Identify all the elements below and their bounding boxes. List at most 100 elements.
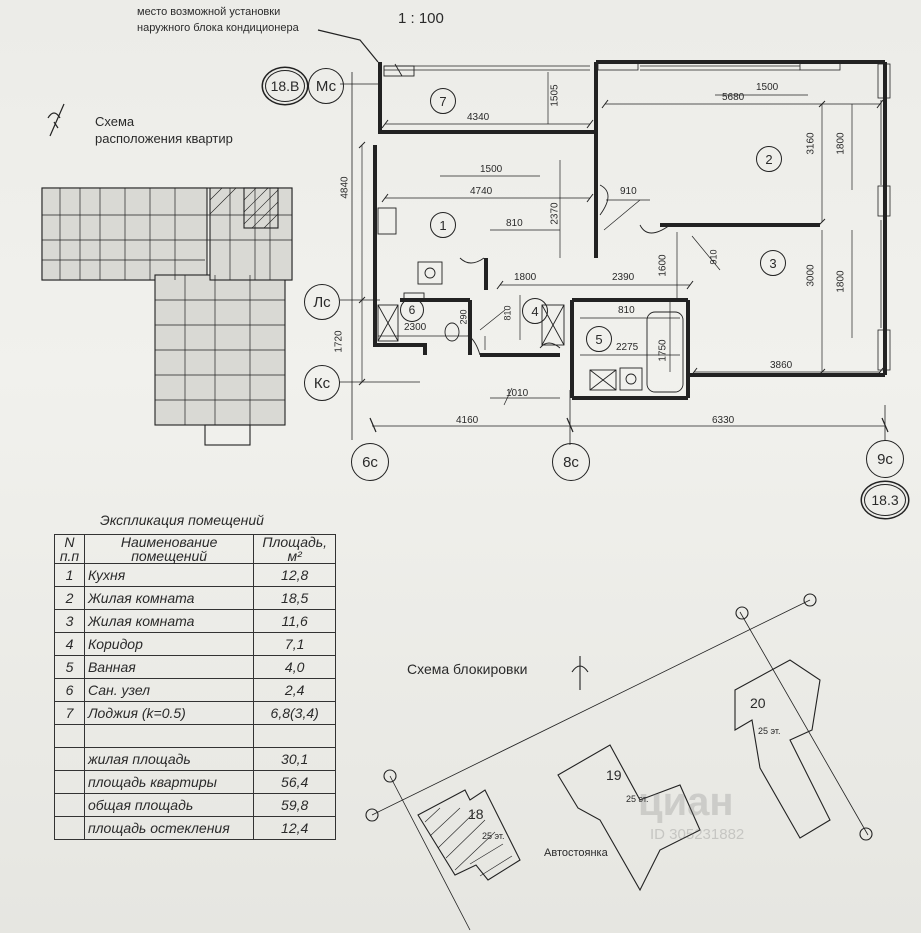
building-19-label: 19: [606, 767, 622, 783]
total-area: 59,8: [253, 793, 336, 817]
row-name: Лоджия (k=0.5): [83, 701, 255, 725]
col-area-line2: м²: [287, 548, 302, 564]
axis-marker-mc: Мс: [308, 68, 344, 104]
total-area: 30,1: [253, 747, 336, 771]
row-name: Коридор: [83, 632, 255, 656]
blocking-scheme: [365, 593, 873, 931]
dim-label: 2300: [404, 322, 427, 333]
dim-label: 1720: [333, 330, 345, 353]
dim-label: 2390: [612, 272, 635, 283]
axis-marker-8c: 8с: [552, 443, 590, 481]
ac-note-line2: наружного блока кондиционера: [137, 22, 299, 34]
col-n-line1: N: [64, 534, 75, 550]
dim-label: 810: [618, 305, 635, 316]
dim-label: 4160: [456, 415, 479, 426]
building-18-label: 18: [468, 806, 484, 822]
dim-label: 3000: [805, 264, 817, 287]
north-arrow-icon: [47, 103, 65, 137]
col-name-line2: помещений: [131, 548, 208, 564]
building-19-floors: 25 эт.: [626, 794, 649, 804]
row-n: 4: [54, 632, 85, 656]
row-n: 3: [54, 609, 85, 633]
dim-label: 2275: [616, 342, 639, 353]
dim-label: 1800: [835, 270, 847, 293]
dim-label: 910: [620, 186, 637, 197]
total-name: площадь остекления: [83, 816, 255, 840]
row-name: Ванная: [83, 655, 255, 679]
row-area: 4,0: [253, 655, 336, 679]
scale-label: 1 : 100: [398, 10, 444, 27]
dim-label: 290: [458, 309, 469, 325]
dim-label: 3160: [805, 132, 817, 155]
dim-label: 3860: [770, 360, 793, 371]
axis-marker-9c: 9с: [866, 440, 904, 478]
scheme-title-line1: Схема: [95, 114, 135, 129]
dim-label: 1800: [514, 272, 537, 283]
dim-label: 2370: [549, 202, 561, 225]
watermark-id: ID 305231882: [650, 826, 745, 843]
axis-marker-183: 18.3: [864, 484, 906, 516]
col-name-line1: Наименование: [120, 534, 218, 550]
row-name: Жилая комната: [83, 586, 255, 610]
dim-label: 810: [502, 305, 513, 321]
parking-label: Автостоянка: [544, 847, 608, 859]
col-area-line1: Площадь,: [262, 534, 327, 550]
axis-marker-ks: Кс: [304, 365, 340, 401]
north-arrow-icon-blocking: [571, 656, 589, 690]
dim-label: 1750: [657, 339, 669, 362]
dim-label: 4840: [339, 176, 351, 199]
row-n: 1: [54, 563, 85, 587]
dim-label: 1500: [480, 164, 503, 175]
row-n: 5: [54, 655, 85, 679]
row-name: Сан. узел: [83, 678, 255, 702]
room-4-marker: 4: [522, 298, 548, 324]
total-area: 12,4: [253, 816, 336, 840]
ac-note-line1: место возможной установки: [137, 6, 281, 18]
axis-marker-6c: 6с: [351, 443, 389, 481]
room-6-marker: 6: [400, 298, 424, 322]
dim-label: 910: [708, 249, 719, 265]
explication-title: Экспликация помещений: [100, 512, 264, 528]
scheme-title-line2: расположения квартир: [95, 131, 233, 146]
col-n-line2: п.п: [59, 548, 80, 564]
room-5-marker: 5: [586, 326, 612, 352]
total-name: общая площадь: [83, 793, 255, 817]
row-area: 11,6: [253, 609, 336, 633]
building-20-floors: 25 эт.: [758, 726, 781, 736]
row-area: 12,8: [253, 563, 336, 587]
row-area: 18,5: [253, 586, 336, 610]
room-7-marker: 7: [430, 88, 456, 114]
watermark-logo: циан: [638, 780, 734, 824]
building-18-floors: 25 эт.: [482, 831, 505, 841]
row-area: 6,8(3,4): [253, 701, 336, 725]
dim-label: 4740: [470, 186, 493, 197]
total-name: жилая площадь: [83, 747, 255, 771]
total-area: 56,4: [253, 770, 336, 794]
dim-label: 1600: [657, 254, 669, 277]
dim-label: 1010: [506, 388, 529, 399]
apartments-scheme: [41, 187, 293, 446]
dim-label: 4340: [467, 112, 490, 123]
building-20-label: 20: [750, 695, 766, 711]
row-n: 7: [54, 701, 85, 725]
dim-label: 1800: [835, 132, 847, 155]
total-name: площадь квартиры: [83, 770, 255, 794]
dim-label: 5680: [722, 92, 745, 103]
row-name: Кухня: [83, 563, 255, 587]
table-row-empty: [54, 724, 336, 748]
row-name: Жилая комната: [83, 609, 255, 633]
